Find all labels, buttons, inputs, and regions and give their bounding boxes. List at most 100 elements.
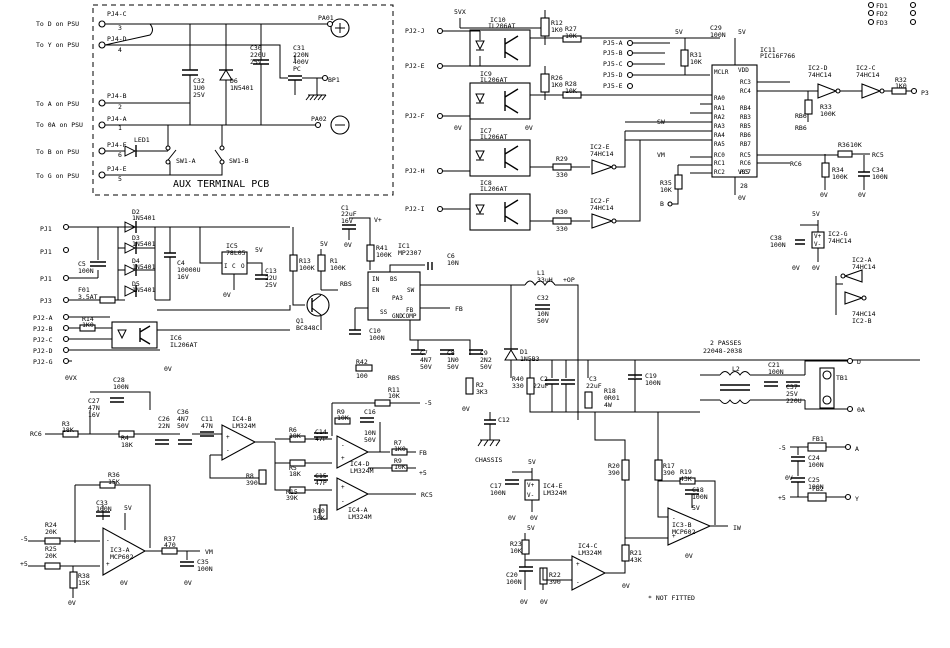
svg-text:47N: 47N <box>201 422 213 430</box>
svg-text:R11: R11 <box>388 386 400 394</box>
svg-text:C6: C6 <box>447 252 455 260</box>
svg-text:0V: 0V <box>164 365 172 373</box>
svg-text:R10: R10 <box>313 507 325 515</box>
pin-pj4d: PJ4-D <box>107 35 127 43</box>
svg-text:0V: 0V <box>685 552 693 560</box>
svg-text:0V: 0V <box>738 194 746 202</box>
svg-text:5V: 5V <box>528 458 536 466</box>
svg-text:50V: 50V <box>177 422 189 430</box>
svg-text:C5: C5 <box>78 260 86 268</box>
svg-text:RA0: RA0 <box>714 95 725 102</box>
svg-text:R17: R17 <box>663 462 675 470</box>
svg-text:400V: 400V <box>293 58 309 66</box>
svg-text:10K: 10K <box>510 547 522 555</box>
svg-text:RC5: RC5 <box>740 152 751 159</box>
svg-text:IC4-A: IC4-A <box>348 506 368 514</box>
svg-text:3.5AT: 3.5AT <box>78 293 98 301</box>
svg-text:1N5401: 1N5401 <box>132 263 156 271</box>
svg-text:PA02: PA02 <box>311 115 327 123</box>
svg-text:-5: -5 <box>778 444 786 452</box>
svg-text:SW1-A: SW1-A <box>176 157 196 165</box>
svg-text:PJ5-C: PJ5-C <box>603 60 623 68</box>
svg-text:IC10: IC10 <box>490 16 506 24</box>
svg-text:SW: SW <box>657 118 665 126</box>
svg-text:100N: 100N <box>770 241 786 249</box>
supply-5vx: 5VX <box>454 8 466 16</box>
svg-text:R12: R12 <box>551 19 563 27</box>
svg-text:10K: 10K <box>565 32 577 40</box>
svg-text:4N7: 4N7 <box>420 356 432 364</box>
svg-text:C2: C2 <box>540 375 548 383</box>
svg-text:TB1: TB1 <box>836 374 848 382</box>
svg-text:IC2-F: IC2-F <box>590 197 610 205</box>
svg-text:IL206AT: IL206AT <box>480 185 507 193</box>
svg-text:RB3: RB3 <box>740 114 751 121</box>
svg-text:74HC14: 74HC14 <box>808 71 832 79</box>
svg-text:C30: C30 <box>250 44 262 52</box>
svg-text:R2: R2 <box>476 381 484 389</box>
svg-text:RB6: RB6 <box>795 124 807 132</box>
svg-text:5V: 5V <box>255 246 263 254</box>
pin-pj1-1: PJ1 <box>40 225 52 233</box>
ic3b-opamp: - + IC3-B MCP602 0V IW <box>625 507 741 560</box>
svg-text:25V: 25V <box>193 91 205 99</box>
opto-resistors: R12 1K0 R27 10K R26 1K0 R28 10K R29 330 … <box>530 10 710 233</box>
svg-text:0VX: 0VX <box>65 374 77 382</box>
svg-text:R37: R37 <box>164 535 176 543</box>
svg-text:R19: R19 <box>680 468 692 476</box>
c32-capacitor: C32 1U0 25V <box>182 69 205 100</box>
svg-text:RBS: RBS <box>388 374 400 382</box>
mcu-pic16f766: IC11 PIC16F766 MCLR RA0 RA1 RA2 RA3 RA4 … <box>590 38 929 325</box>
svg-text:18K: 18K <box>289 470 301 478</box>
svg-text:FB: FB <box>406 307 414 314</box>
svg-text:+5: +5 <box>20 560 28 568</box>
svg-text:16V: 16V <box>177 273 189 281</box>
svg-text:50V: 50V <box>447 363 459 371</box>
svg-text:22048-2038: 22048-2038 <box>703 347 742 355</box>
mcu-right-parts: R33 100K IC2-D 74HC14 IC2-C 74HC14 R32 1… <box>780 64 929 199</box>
svg-text:RB5: RB5 <box>740 123 751 130</box>
svg-text:-: - <box>226 447 230 454</box>
svg-text:0V: 0V <box>462 405 470 413</box>
svg-text:R35: R35 <box>660 179 672 187</box>
ic4d-opamp: - + IC4-D LM324M <box>336 422 390 475</box>
svg-text:1N5401: 1N5401 <box>230 84 254 92</box>
svg-text:0R01: 0R01 <box>604 394 620 402</box>
svg-text:R42: R42 <box>356 358 368 366</box>
svg-text:10N: 10N <box>537 310 549 318</box>
svg-text:C3: C3 <box>589 375 597 383</box>
svg-text:74HC14: 74HC14 <box>590 204 614 212</box>
svg-text:C19: C19 <box>645 372 657 380</box>
label-to-0a: To 0A on PSU <box>36 121 83 129</box>
ic7-optocoupler: IC7 IL206AT <box>443 115 531 177</box>
svg-text:1K0: 1K0 <box>394 445 406 453</box>
svg-text:R24: R24 <box>45 521 57 529</box>
svg-text:IC9: IC9 <box>480 70 492 78</box>
svg-text:0V: 0V <box>508 514 516 522</box>
svg-text:100N: 100N <box>78 267 94 275</box>
c1-capacitor: C1 22uF 16V V+ 0V <box>341 204 382 270</box>
svg-text:IL206AT: IL206AT <box>488 22 515 30</box>
svg-text:C17: C17 <box>490 482 502 490</box>
svg-text:LED1: LED1 <box>134 136 150 144</box>
svg-text:IC2-B: IC2-B <box>852 317 872 325</box>
svg-text:10K: 10K <box>388 392 400 400</box>
svg-text:FB2: FB2 <box>812 485 824 493</box>
ic2f-inverter: IC2-F 74HC14 <box>590 139 712 229</box>
svg-text:V+: V+ <box>527 482 535 489</box>
svg-text:100N: 100N <box>645 379 661 387</box>
svg-text:-: - <box>672 515 676 522</box>
svg-text:RB4: RB4 <box>740 105 751 112</box>
svg-text:0V: 0V <box>820 191 828 199</box>
svg-text:R14: R14 <box>82 315 94 323</box>
svg-text:C37: C37 <box>786 383 798 391</box>
svg-text:SS: SS <box>380 309 388 316</box>
svg-text:D5: D5 <box>132 280 140 288</box>
svg-text:LM324M: LM324M <box>350 467 374 475</box>
svg-text:+: + <box>672 533 676 540</box>
svg-text:-: - <box>106 537 110 544</box>
svg-text:C32: C32 <box>537 294 549 302</box>
svg-text:1K0: 1K0 <box>82 321 94 329</box>
ic4b-opamp: + - IC4-B LM324M <box>192 415 275 479</box>
svg-text:V-: V- <box>814 241 821 248</box>
